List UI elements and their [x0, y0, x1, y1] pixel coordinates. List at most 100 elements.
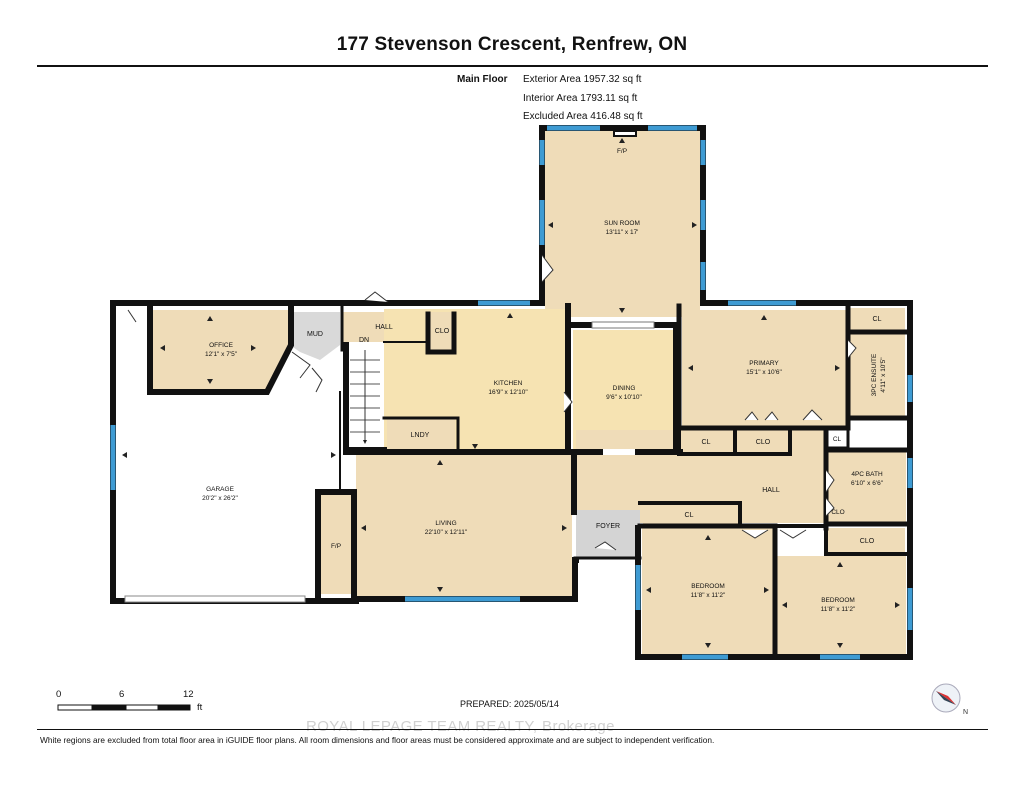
- clo-hall-label: CLO: [831, 509, 844, 516]
- mud-fill: [290, 312, 340, 360]
- compass-icon: N: [931, 683, 968, 716]
- tick: [331, 452, 336, 458]
- bedroom2-top-wall: [773, 524, 908, 556]
- disclaimer-text: White regions are excluded from total fl…: [40, 735, 715, 745]
- hall-label: HALL: [762, 487, 780, 494]
- fp-garage-label: F/P: [331, 543, 341, 550]
- cl-ensuite-label: CL: [873, 316, 882, 323]
- scale-segment: [57, 704, 93, 711]
- bedroom2-dims: 11'8" x 11'2": [821, 606, 856, 613]
- bath-dims: 6'10" x 6'6": [851, 480, 884, 487]
- door-swing: [291, 351, 311, 379]
- clo-bed2-fill: [828, 528, 905, 552]
- exterior-area: Exterior Area 1957.32 sq ft: [523, 74, 642, 85]
- plan-title: 177 Stevenson Crescent, Renfrew, ON: [336, 34, 688, 55]
- living-dims: 22'10" x 12'11": [425, 529, 468, 536]
- floor-name: Main Floor: [457, 74, 508, 85]
- interior-area: Interior Area 1793.11 sq ft: [523, 92, 638, 104]
- scale-label-6: 6: [119, 689, 125, 700]
- door-swing: [825, 469, 835, 493]
- scale-label-0: 0: [56, 689, 62, 700]
- door-swing: [741, 529, 807, 539]
- bedroom1-name: BEDROOM: [691, 583, 725, 590]
- garage-door: [124, 595, 306, 603]
- sun-room-name: SUN ROOM: [604, 220, 640, 227]
- dn-label: DN: [359, 337, 369, 344]
- tick: [619, 138, 625, 143]
- windows: [110, 125, 913, 660]
- compass-needle-back: [936, 691, 956, 705]
- primary-dims: 15'1" x 10'6": [746, 369, 782, 376]
- tick: [207, 316, 213, 321]
- scale-segment: [91, 704, 127, 711]
- lndy-wall: [382, 416, 460, 454]
- openings: [124, 130, 857, 603]
- door-swing: [594, 541, 617, 551]
- living-name: LIVING: [435, 520, 456, 527]
- scale-segment: [125, 704, 159, 711]
- fp-garage-fill: [320, 494, 352, 594]
- room-fills: [152, 131, 906, 655]
- ensuite-dims: 4'11" x 10'5": [880, 357, 887, 393]
- office-wall: [147, 303, 294, 395]
- primary-name: PRIMARY: [749, 360, 779, 367]
- dining-dims: 9'6" x 10'10": [606, 394, 642, 401]
- tick: [251, 345, 256, 351]
- brokerage-watermark: ROYAL LEPAGE TEAM REALTY, Brokerage: [306, 718, 615, 735]
- cl-hall-fill: [643, 504, 739, 526]
- living-fill: [356, 455, 572, 598]
- garage-fp-wall: [315, 489, 357, 601]
- tick: [472, 444, 478, 449]
- tick: [835, 365, 840, 371]
- office-fill: [152, 310, 290, 390]
- scale-bar: [57, 704, 191, 711]
- primary-fill: [682, 310, 846, 426]
- tick: [122, 452, 127, 458]
- door-swing: [311, 367, 323, 393]
- tick: [437, 460, 443, 465]
- sun-room-dims: 13'11" x 17': [606, 229, 639, 236]
- garage-dims: 20'2" x 26'2": [202, 495, 238, 502]
- cl-primary-wall: [677, 426, 792, 456]
- clo-top-fill: [430, 312, 453, 352]
- office-name: OFFICE: [209, 342, 233, 349]
- tick: [619, 308, 625, 313]
- bedroom2-name: BEDROOM: [821, 597, 855, 604]
- garage-name: GARAGE: [206, 486, 234, 493]
- compass-n: N: [963, 709, 968, 716]
- lndy-label: LNDY: [411, 432, 430, 439]
- kitchen-dims: 16'9" x 12'10": [488, 389, 528, 396]
- clo-bed2-label: CLO: [860, 538, 875, 545]
- room-labels: F/P SUN ROOM 13'11" x 17' OFFICE 12'1" x…: [202, 148, 887, 613]
- fp-sun-symbol: [613, 130, 637, 137]
- scale-segment: [157, 704, 191, 711]
- bath-fill: [828, 452, 906, 522]
- scale-label-12: 12: [183, 689, 194, 700]
- cl-small-wall: [824, 426, 850, 450]
- tick: [692, 222, 697, 228]
- cl-hall-label: CL: [685, 512, 694, 519]
- kitchen-name: KITCHEN: [494, 380, 523, 387]
- sun-room-fill: [545, 131, 700, 317]
- ensuite-wall: [845, 329, 909, 421]
- mud-label: MUD: [307, 331, 323, 338]
- dining-opening: [591, 321, 655, 329]
- outer-wall-right: [635, 300, 913, 660]
- stairs: [350, 350, 380, 444]
- bedroom1-fill: [642, 528, 774, 655]
- door-swing: [802, 409, 823, 421]
- hall-top-label: HALL: [375, 324, 393, 331]
- tick: [562, 525, 567, 531]
- tick: [688, 365, 693, 371]
- ensuite-name: 3PC ENSUITE: [871, 353, 878, 396]
- living-hall-opening: [603, 449, 635, 455]
- door-swing: [847, 339, 857, 359]
- tick: [646, 587, 651, 593]
- tick: [764, 587, 769, 593]
- tick: [705, 535, 711, 540]
- footer-divider: [37, 729, 988, 730]
- clo-top-wall: [425, 311, 457, 355]
- tick: [361, 525, 366, 531]
- prepared-date: PREPARED: 2025/05/14: [460, 699, 559, 709]
